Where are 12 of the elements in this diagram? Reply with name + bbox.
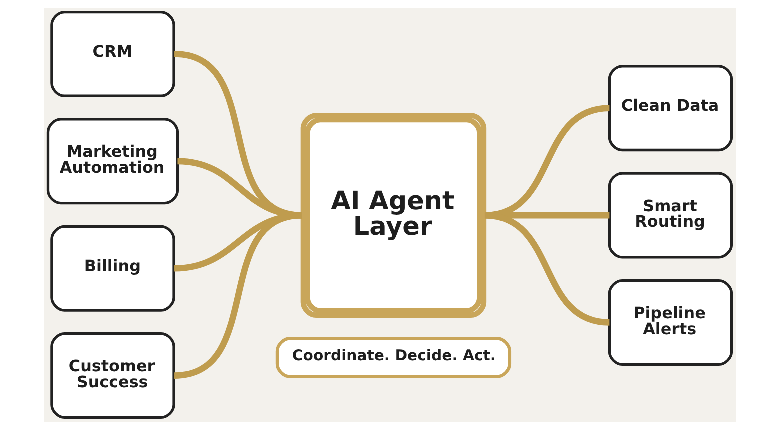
node-box: Customer Success: [50, 332, 176, 420]
connector: [484, 212, 610, 326]
node-box: Coordinate. Decide. Act.: [276, 337, 512, 378]
connector: [174, 212, 303, 379]
connector: [484, 105, 610, 219]
node-box: Clean Data: [608, 65, 734, 152]
node-box: Marketing Automation: [46, 118, 180, 205]
node-box: CRM: [50, 10, 176, 98]
node-box: Smart Routing: [608, 172, 734, 259]
node-box: Billing: [50, 225, 176, 312]
node-box: Pipeline Alerts: [608, 279, 734, 366]
node-box: AI Agent Layer: [300, 113, 487, 318]
